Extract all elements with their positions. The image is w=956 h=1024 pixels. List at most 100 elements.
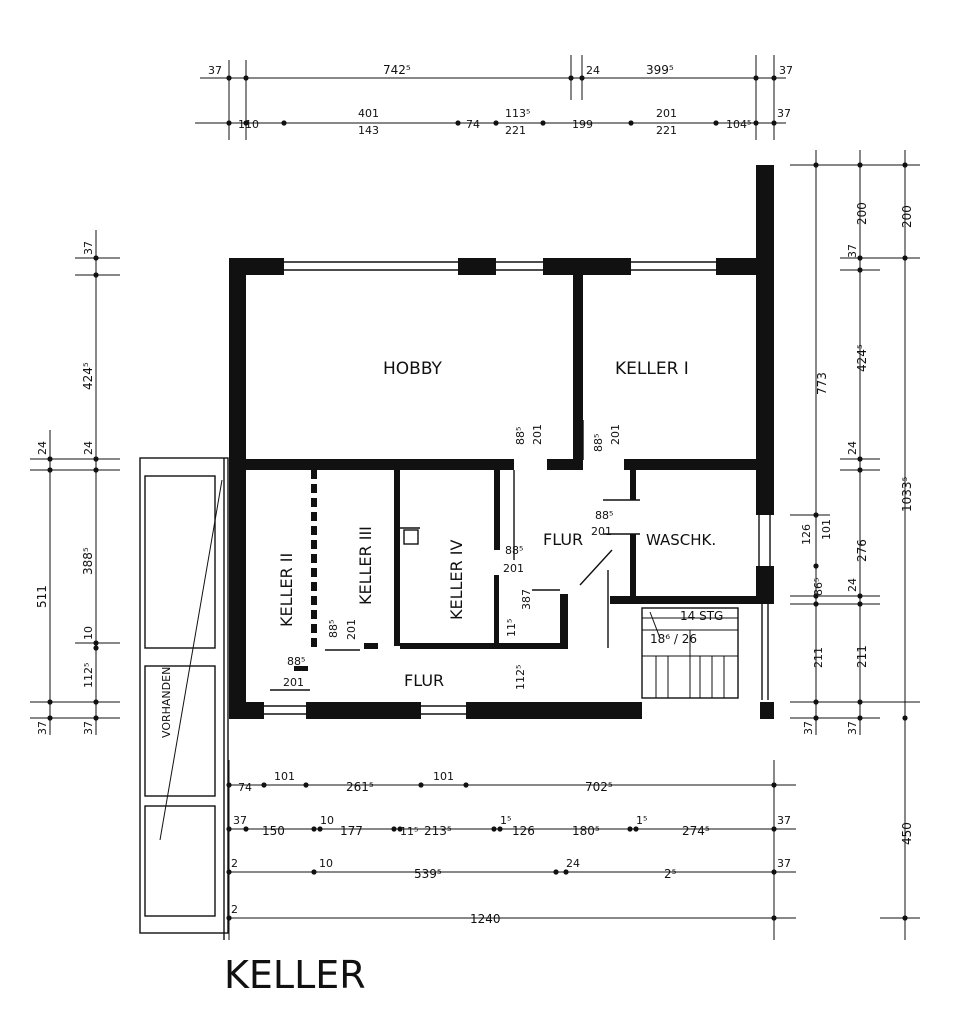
dim-text: 2⁵ xyxy=(664,867,677,881)
dim-text: 37 xyxy=(208,64,222,77)
door-swing-flur xyxy=(579,549,613,586)
dim-text: 150 xyxy=(262,824,285,838)
dimension-tick xyxy=(857,601,863,607)
dim-text: 24 xyxy=(566,857,580,870)
dim-text: 37 xyxy=(777,857,791,870)
room-labels: HOBBY KELLER I FLUR WASCHK. FLUR KELLER … xyxy=(160,359,723,738)
dim-text: 221 xyxy=(656,124,677,137)
dimension-lines xyxy=(30,55,920,940)
keller4-fixture xyxy=(403,529,419,545)
wall-label-112-5: 112⁵ xyxy=(514,665,527,690)
door-keller2-width: 88⁵ xyxy=(287,655,305,668)
dim-text: 24 xyxy=(586,64,600,77)
dim-text: 101 xyxy=(433,770,454,783)
dimension-tick xyxy=(857,699,863,705)
dim-text: 10 xyxy=(319,857,333,870)
door-keller1-width: 88⁵ xyxy=(592,434,605,452)
dimension-tick xyxy=(633,826,639,832)
dim-text: 401 xyxy=(358,107,379,120)
dimension-tick xyxy=(281,120,287,126)
stair-ratio-label: 18⁶ / 26 xyxy=(650,632,697,646)
bottom-wall-seg3 xyxy=(466,702,642,719)
dimension-tick xyxy=(568,75,574,81)
dim-text: 143 xyxy=(358,124,379,137)
dim-text: 37 xyxy=(846,244,859,258)
dimension-tick xyxy=(311,826,317,832)
dim-text: 702⁵ xyxy=(585,780,613,794)
dimension-tick xyxy=(540,120,546,126)
dim-text: 10 xyxy=(82,626,95,640)
dim-text: 274⁵ xyxy=(682,824,710,838)
room-keller-1: KELLER I xyxy=(615,359,689,379)
dim-text: 37 xyxy=(802,721,815,735)
dimension-tick xyxy=(455,120,461,126)
dimension-tick xyxy=(553,869,559,875)
dim-text: 450 xyxy=(900,822,914,845)
keller4-right-wall-lower xyxy=(494,575,499,647)
dim-text: 37 xyxy=(36,721,49,735)
dim-text: 24 xyxy=(82,441,95,455)
dimension-tick xyxy=(243,826,249,832)
dimension-tick xyxy=(902,715,908,721)
windows xyxy=(264,261,771,715)
dimension-tick xyxy=(857,467,863,473)
dim-text: 112⁵ xyxy=(82,663,95,688)
dim-text: 37 xyxy=(82,721,95,735)
existing-building xyxy=(139,457,229,940)
dim-text: 101 xyxy=(274,770,295,783)
dim-text: 74 xyxy=(466,118,480,131)
dimension-tick xyxy=(93,640,99,646)
dimension-tick xyxy=(771,782,777,788)
staircase xyxy=(641,604,769,700)
dim-text: 86⁵ xyxy=(812,578,825,596)
top-wall-seg3 xyxy=(543,258,631,275)
dimension-tick xyxy=(857,255,863,261)
wall-label-11-5: 11⁵ xyxy=(505,619,518,637)
dim-text: 10 xyxy=(320,814,334,827)
dimension-tick xyxy=(771,826,777,832)
dim-text: 399⁵ xyxy=(646,63,674,77)
existing-building-room3 xyxy=(144,805,216,917)
keller3-keller4-wall xyxy=(394,470,400,646)
keller3-bottom-stub xyxy=(364,643,378,649)
existing-building-room1 xyxy=(144,475,216,649)
dim-text: 200 xyxy=(900,205,914,228)
dim-text: 424⁵ xyxy=(81,362,95,390)
dim-text: 11⁵ xyxy=(400,825,418,838)
door-waschk-width: 88⁵ xyxy=(595,509,613,522)
top-wall-seg2 xyxy=(458,258,496,275)
hobby-keller1-wall xyxy=(573,273,583,468)
dimension-tick xyxy=(628,120,634,126)
dims-bottom: 74 101 261⁵ 101 702⁵ 37 150 10 177 11⁵ 2… xyxy=(231,770,791,926)
dim-text: 110 xyxy=(238,118,259,131)
dimension-tick xyxy=(563,869,569,875)
dimension-tick xyxy=(497,826,503,832)
dimension-ticks xyxy=(47,75,908,921)
dimension-tick xyxy=(93,715,99,721)
door-hobby-height: 201 xyxy=(531,424,544,445)
dim-text: 276 xyxy=(855,539,869,562)
dim-text: 126 xyxy=(800,524,813,545)
stair-arrow xyxy=(649,611,661,639)
dim-text: 1⁵ xyxy=(500,814,511,827)
dim-text: 177 xyxy=(340,824,363,838)
plan-title: KELLER xyxy=(224,953,366,997)
dim-text: 24 xyxy=(846,441,859,455)
dimension-tick xyxy=(857,715,863,721)
dimension-tick xyxy=(261,782,267,788)
dimension-tick xyxy=(93,255,99,261)
dimension-tick xyxy=(813,699,819,705)
dim-text: 74 xyxy=(238,781,252,794)
dimension-tick xyxy=(226,75,232,81)
dimension-tick xyxy=(317,826,323,832)
existing-building-room2 xyxy=(144,665,216,797)
dimension-tick xyxy=(713,120,719,126)
dimension-tick xyxy=(813,601,819,607)
dimension-tick xyxy=(243,75,249,81)
dimension-tick xyxy=(391,826,397,832)
room-flur-lower: FLUR xyxy=(404,671,444,690)
dimension-tick xyxy=(813,593,819,599)
dim-text: 104⁵ xyxy=(726,118,751,131)
dim-text: 742⁵ xyxy=(383,63,411,77)
